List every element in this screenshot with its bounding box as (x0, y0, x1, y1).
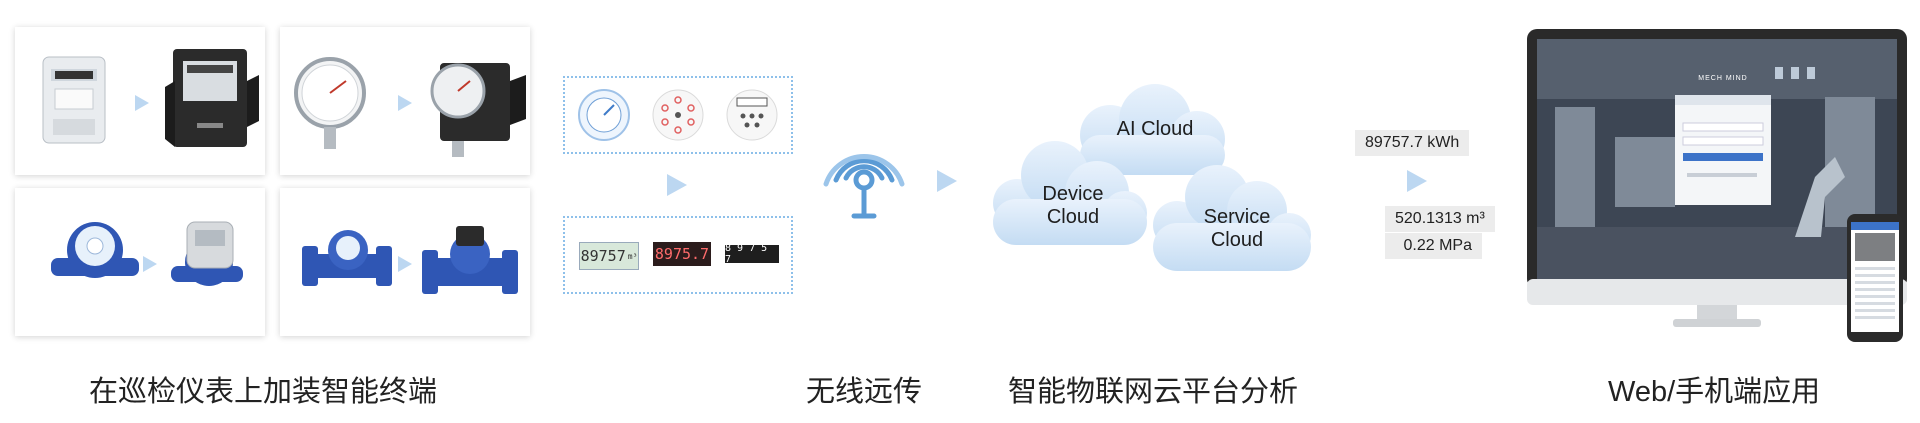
service-cloud-label-line1: Service (1203, 206, 1271, 228)
arrow-to-app (1407, 170, 1427, 192)
caption-step4: Web/手机端应用 (1608, 376, 1821, 408)
device-cloud-label: Device Cloud (1018, 183, 1128, 229)
lcd-display-3: 8 9 7 5 7 (725, 243, 779, 265)
caption-step1: 在巡检仪表上加装智能终端 (89, 376, 438, 408)
service-cloud-shape (1153, 165, 1311, 271)
lcd-display-2-value: 8975.7 (654, 245, 710, 263)
ai-cloud-label: AI Cloud (1116, 118, 1194, 140)
dial-terminals-box (563, 76, 793, 154)
device-cloud-label-line1: Device (1042, 183, 1104, 205)
wireless-signal-icon (823, 153, 905, 219)
service-cloud-label: Service Cloud (1182, 206, 1292, 252)
desktop-monitor: MECH MIND (1525, 27, 1910, 332)
water-meter-illustration (51, 221, 243, 286)
electric-meter-illustration (42, 49, 259, 147)
device-cloud-label-line2: Cloud (1046, 206, 1100, 228)
monitor-illustration (1527, 29, 1907, 327)
mobile-phone (1846, 213, 1904, 343)
lcd-display-2: 8975.7 (653, 242, 711, 266)
meter-card-electric (15, 27, 265, 175)
caption-step2: 无线远传 (806, 376, 923, 408)
cloud-cluster (993, 84, 1311, 271)
phone-illustration (1847, 214, 1903, 342)
volume-readout: 520.1313 m³ (1385, 206, 1495, 232)
ai-cloud-shape (1080, 84, 1225, 175)
dial-readers-icons (578, 89, 778, 141)
lcd-display-1-unit: m³ (627, 251, 638, 261)
large-water-meter-illustration (302, 226, 518, 294)
service-cloud-label-line2: Cloud (1210, 229, 1264, 251)
arrow-to-cloud (937, 170, 957, 192)
lcd-display-1-value: 89757 (580, 247, 626, 265)
monitor-brand-text: MECH MIND (1698, 75, 1748, 82)
meter-card-pressure (280, 27, 530, 175)
caption-step3: 智能物联网云平台分析 (1008, 376, 1299, 408)
energy-readout: 89757.7 kWh (1355, 130, 1470, 156)
pressure-readout: 0.22 MPa (1385, 233, 1482, 259)
lcd-display-3-value: 8 9 7 5 7 (725, 243, 768, 265)
pressure-gauge-illustration (294, 57, 526, 157)
arrow-down-terminals (667, 174, 687, 196)
device-cloud-shape (993, 141, 1147, 245)
meter-card-water-small (15, 188, 265, 336)
meter-card-water-large (280, 188, 530, 336)
